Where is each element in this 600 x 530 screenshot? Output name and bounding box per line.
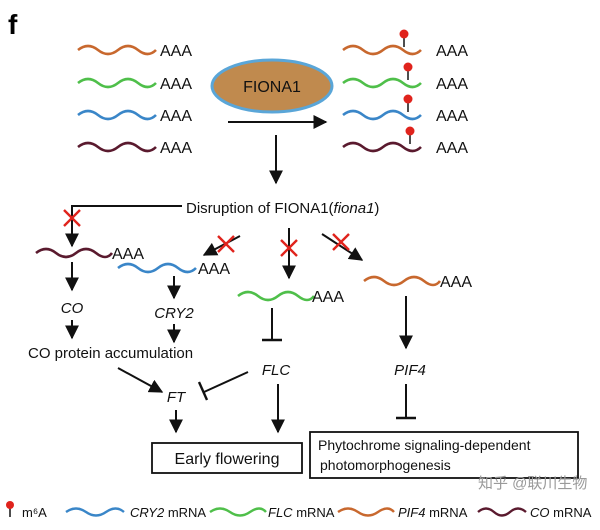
early-flowering-label: Early flowering bbox=[175, 451, 280, 468]
blocked-cross bbox=[63, 209, 81, 227]
co-gene-label: CO bbox=[61, 300, 84, 317]
flc-inhibits-ft bbox=[203, 371, 249, 393]
fiona1-label: FIONA1 bbox=[243, 79, 301, 96]
inhibit-bar bbox=[197, 381, 209, 401]
m6a-mark bbox=[405, 126, 415, 136]
early-flowering-box bbox=[151, 442, 303, 474]
co-mrna-wave bbox=[35, 247, 114, 259]
poly-a-tail: AAA bbox=[198, 261, 230, 278]
co-mrna-wave bbox=[342, 141, 422, 153]
flc-mrna-wave bbox=[237, 290, 316, 302]
flc-mrna-wave bbox=[342, 77, 422, 89]
legend-cry2: CRY2 mRNA bbox=[130, 505, 206, 520]
m6a-legend-icon bbox=[6, 501, 14, 509]
legend-m6a: m⁶A bbox=[22, 505, 47, 520]
m6a-mark bbox=[399, 29, 409, 39]
legend: m⁶A CRY2 mRNA FLC mRNA PIF4 mRNA CO mRNA bbox=[6, 501, 592, 520]
poly-a-tail: AAA bbox=[436, 140, 468, 157]
watermark-text: 知乎 @联川生物 bbox=[478, 475, 587, 492]
m6a-mark bbox=[403, 62, 413, 72]
phytochrome-box bbox=[309, 431, 579, 479]
pif4-mrna-wave bbox=[77, 44, 157, 56]
branch-to-co bbox=[65, 205, 182, 248]
poly-a-tail: AAA bbox=[112, 246, 144, 263]
legend-co: CO mRNA bbox=[530, 505, 592, 520]
poly-a-tail: AAA bbox=[160, 43, 192, 60]
ft-gene-label: FT bbox=[167, 389, 187, 406]
poly-a-tail: AAA bbox=[436, 43, 468, 60]
branch-to-pif4 bbox=[321, 233, 364, 261]
cry2-mrna-wave bbox=[342, 109, 422, 121]
pif4-mrna-wave bbox=[363, 275, 442, 287]
pif4-gene-label: PIF4 bbox=[394, 362, 426, 379]
flc-legend-wave bbox=[209, 507, 267, 517]
cry2-gene-label: CRY2 bbox=[154, 305, 194, 322]
branch-to-cry2 bbox=[202, 235, 241, 256]
poly-a-tail: AAA bbox=[436, 76, 468, 93]
disruption-label: Disruption of FIONA1(fiona1) bbox=[186, 200, 379, 217]
pif4-mrna-wave bbox=[342, 44, 422, 56]
arrow-co-protein-to-ft bbox=[117, 367, 164, 393]
fiona1-protein bbox=[210, 58, 334, 114]
flc-mrna-wave bbox=[77, 77, 157, 89]
blocked-cross bbox=[280, 239, 298, 257]
cry2-legend-wave bbox=[65, 507, 125, 517]
cry2-mrna-wave bbox=[117, 262, 197, 274]
phytochrome-label-line1: Phytochrome signaling-dependent bbox=[318, 437, 531, 453]
poly-a-tail: AAA bbox=[440, 274, 472, 291]
co-protein-label: CO protein accumulation bbox=[28, 345, 193, 362]
panel-letter: f bbox=[8, 9, 18, 40]
flc-gene-label: FLC bbox=[262, 362, 291, 379]
cry2-mrna-wave bbox=[77, 109, 157, 121]
poly-a-tail: AAA bbox=[160, 108, 192, 125]
methylated-mrna-group: AAA AAA AAA AAA bbox=[342, 29, 468, 157]
blocked-cross bbox=[332, 233, 350, 251]
legend-pif4: PIF4 mRNA bbox=[398, 505, 468, 520]
co-mrna-wave bbox=[77, 141, 157, 153]
unmodified-mrna-group: AAA AAA AAA AAA bbox=[77, 43, 192, 157]
pif4-legend-wave bbox=[337, 507, 395, 517]
poly-a-tail: AAA bbox=[436, 108, 468, 125]
phytochrome-label-line2: photomorphogenesis bbox=[320, 457, 451, 473]
m6a-mark bbox=[403, 94, 413, 104]
poly-a-tail: AAA bbox=[312, 289, 344, 306]
legend-flc: FLC mRNA bbox=[268, 505, 335, 520]
poly-a-tail: AAA bbox=[160, 140, 192, 157]
poly-a-tail: AAA bbox=[160, 76, 192, 93]
blocked-cross bbox=[217, 235, 235, 253]
co-legend-wave bbox=[477, 507, 527, 517]
